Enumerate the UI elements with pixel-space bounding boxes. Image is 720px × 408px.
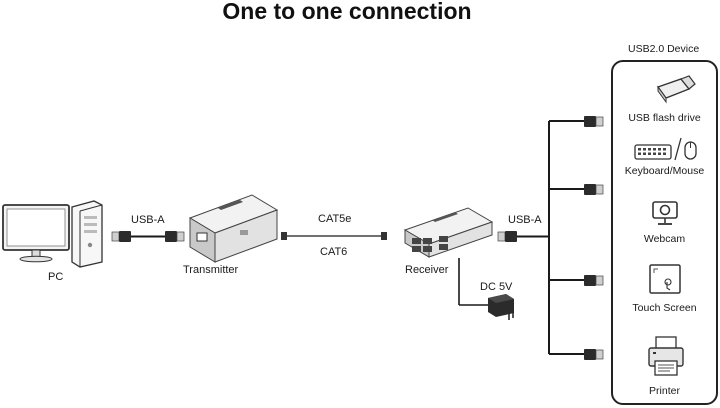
keyboard-mouse-icon [634,137,697,161]
printer-icon [648,336,684,376]
usb-device-panel: USB flash drive Keyboard/Mouse Webcam To… [611,60,718,405]
device-label-webcam: Webcam [643,233,686,245]
receiver-device [403,207,494,258]
cat6-label: CAT6 [320,246,348,258]
cat-cable [281,232,387,240]
pc-icon [2,200,103,268]
device-branch-4 [549,349,604,360]
transmitter-device [188,194,279,263]
receiver-label: Receiver [405,264,449,276]
device-panel-header: USB2.0 Device [628,43,700,55]
device-branch-2 [549,184,604,195]
device-label-usb-flash-drive: USB flash drive [628,112,701,124]
usb-a-right-label: USB-A [508,214,542,226]
usb-flash-drive-icon [656,75,696,104]
usb-a-cable-right [497,231,549,242]
pc-label: PC [48,271,64,283]
webcam-icon [652,201,678,225]
dc-power-adapter [458,258,514,320]
diagram-title: One to one connection [222,0,472,24]
device-label-keyboard-mouse: Keyboard/Mouse [624,165,705,177]
device-label-printer: Printer [649,385,680,397]
transmitter-label: Transmitter [183,264,239,276]
device-label-touch-screen: Touch Screen [632,302,697,314]
device-branch-1 [549,116,604,127]
usb-a-cable-left [111,231,185,242]
touch-screen-icon [649,264,681,294]
cat5e-label: CAT5e [318,213,352,225]
device-branch-3 [549,275,604,286]
usb-a-left-label: USB-A [131,214,165,226]
dc-5v-label: DC 5V [480,281,513,293]
